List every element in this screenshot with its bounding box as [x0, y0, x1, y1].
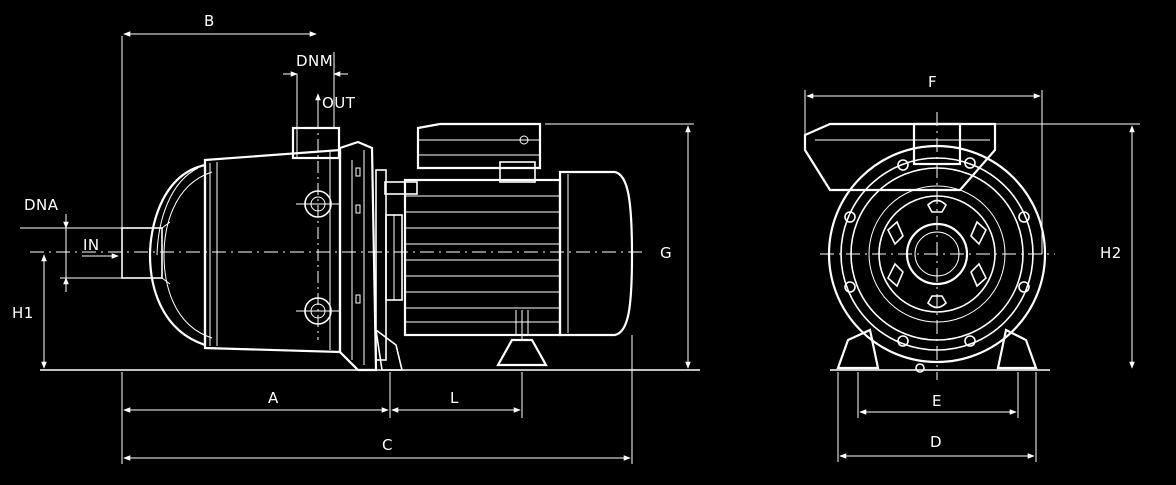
outlet-flow-arrow: OUT: [315, 93, 356, 118]
label-C: C: [382, 436, 393, 454]
dimension-DNM: DNM: [283, 52, 348, 128]
dimension-L: L: [391, 389, 521, 413]
label-DNM: DNM: [296, 52, 333, 70]
label-OUT: OUT: [322, 94, 356, 112]
dimension-C: C: [123, 436, 631, 461]
outlet-nozzle: [291, 126, 341, 160]
dimension-A: A: [123, 389, 389, 413]
label-L: L: [450, 389, 459, 407]
label-D: D: [930, 433, 942, 451]
label-A: A: [268, 389, 279, 407]
inlet-flow-arrow: IN: [82, 236, 119, 259]
label-G: G: [660, 244, 672, 262]
motor: [384, 122, 634, 367]
dimension-H1: H1: [12, 254, 47, 369]
label-IN: IN: [83, 236, 100, 254]
motor-foot: [496, 338, 548, 367]
dimension-F: F: [804, 73, 1043, 254]
dimension-DNA: DNA: [20, 196, 122, 292]
side-view: B DNM OUT DNA IN: [12, 12, 700, 464]
lantern-bracket: [338, 140, 404, 372]
dimension-E: E: [859, 392, 1017, 415]
label-H1: H1: [12, 304, 34, 322]
vane-windows: [887, 199, 987, 309]
label-B: B: [204, 12, 215, 30]
label-DNA: DNA: [24, 196, 59, 214]
front-terminal-box: [803, 122, 997, 192]
pump-end-cap: [148, 163, 207, 347]
inlet-nozzle: [121, 221, 171, 285]
bolt-holes: [844, 157, 1030, 373]
dimension-H2: H2: [960, 123, 1140, 369]
dimension-D: D: [839, 433, 1035, 459]
front-feet: [836, 328, 1038, 370]
label-E: E: [932, 392, 942, 410]
front-view: F H2 E D: [803, 73, 1140, 462]
dimension-B: B: [121, 12, 317, 228]
label-F: F: [928, 73, 937, 91]
label-H2: H2: [1100, 244, 1122, 262]
dimension-G: G: [545, 123, 694, 369]
pump-body: [203, 148, 342, 354]
